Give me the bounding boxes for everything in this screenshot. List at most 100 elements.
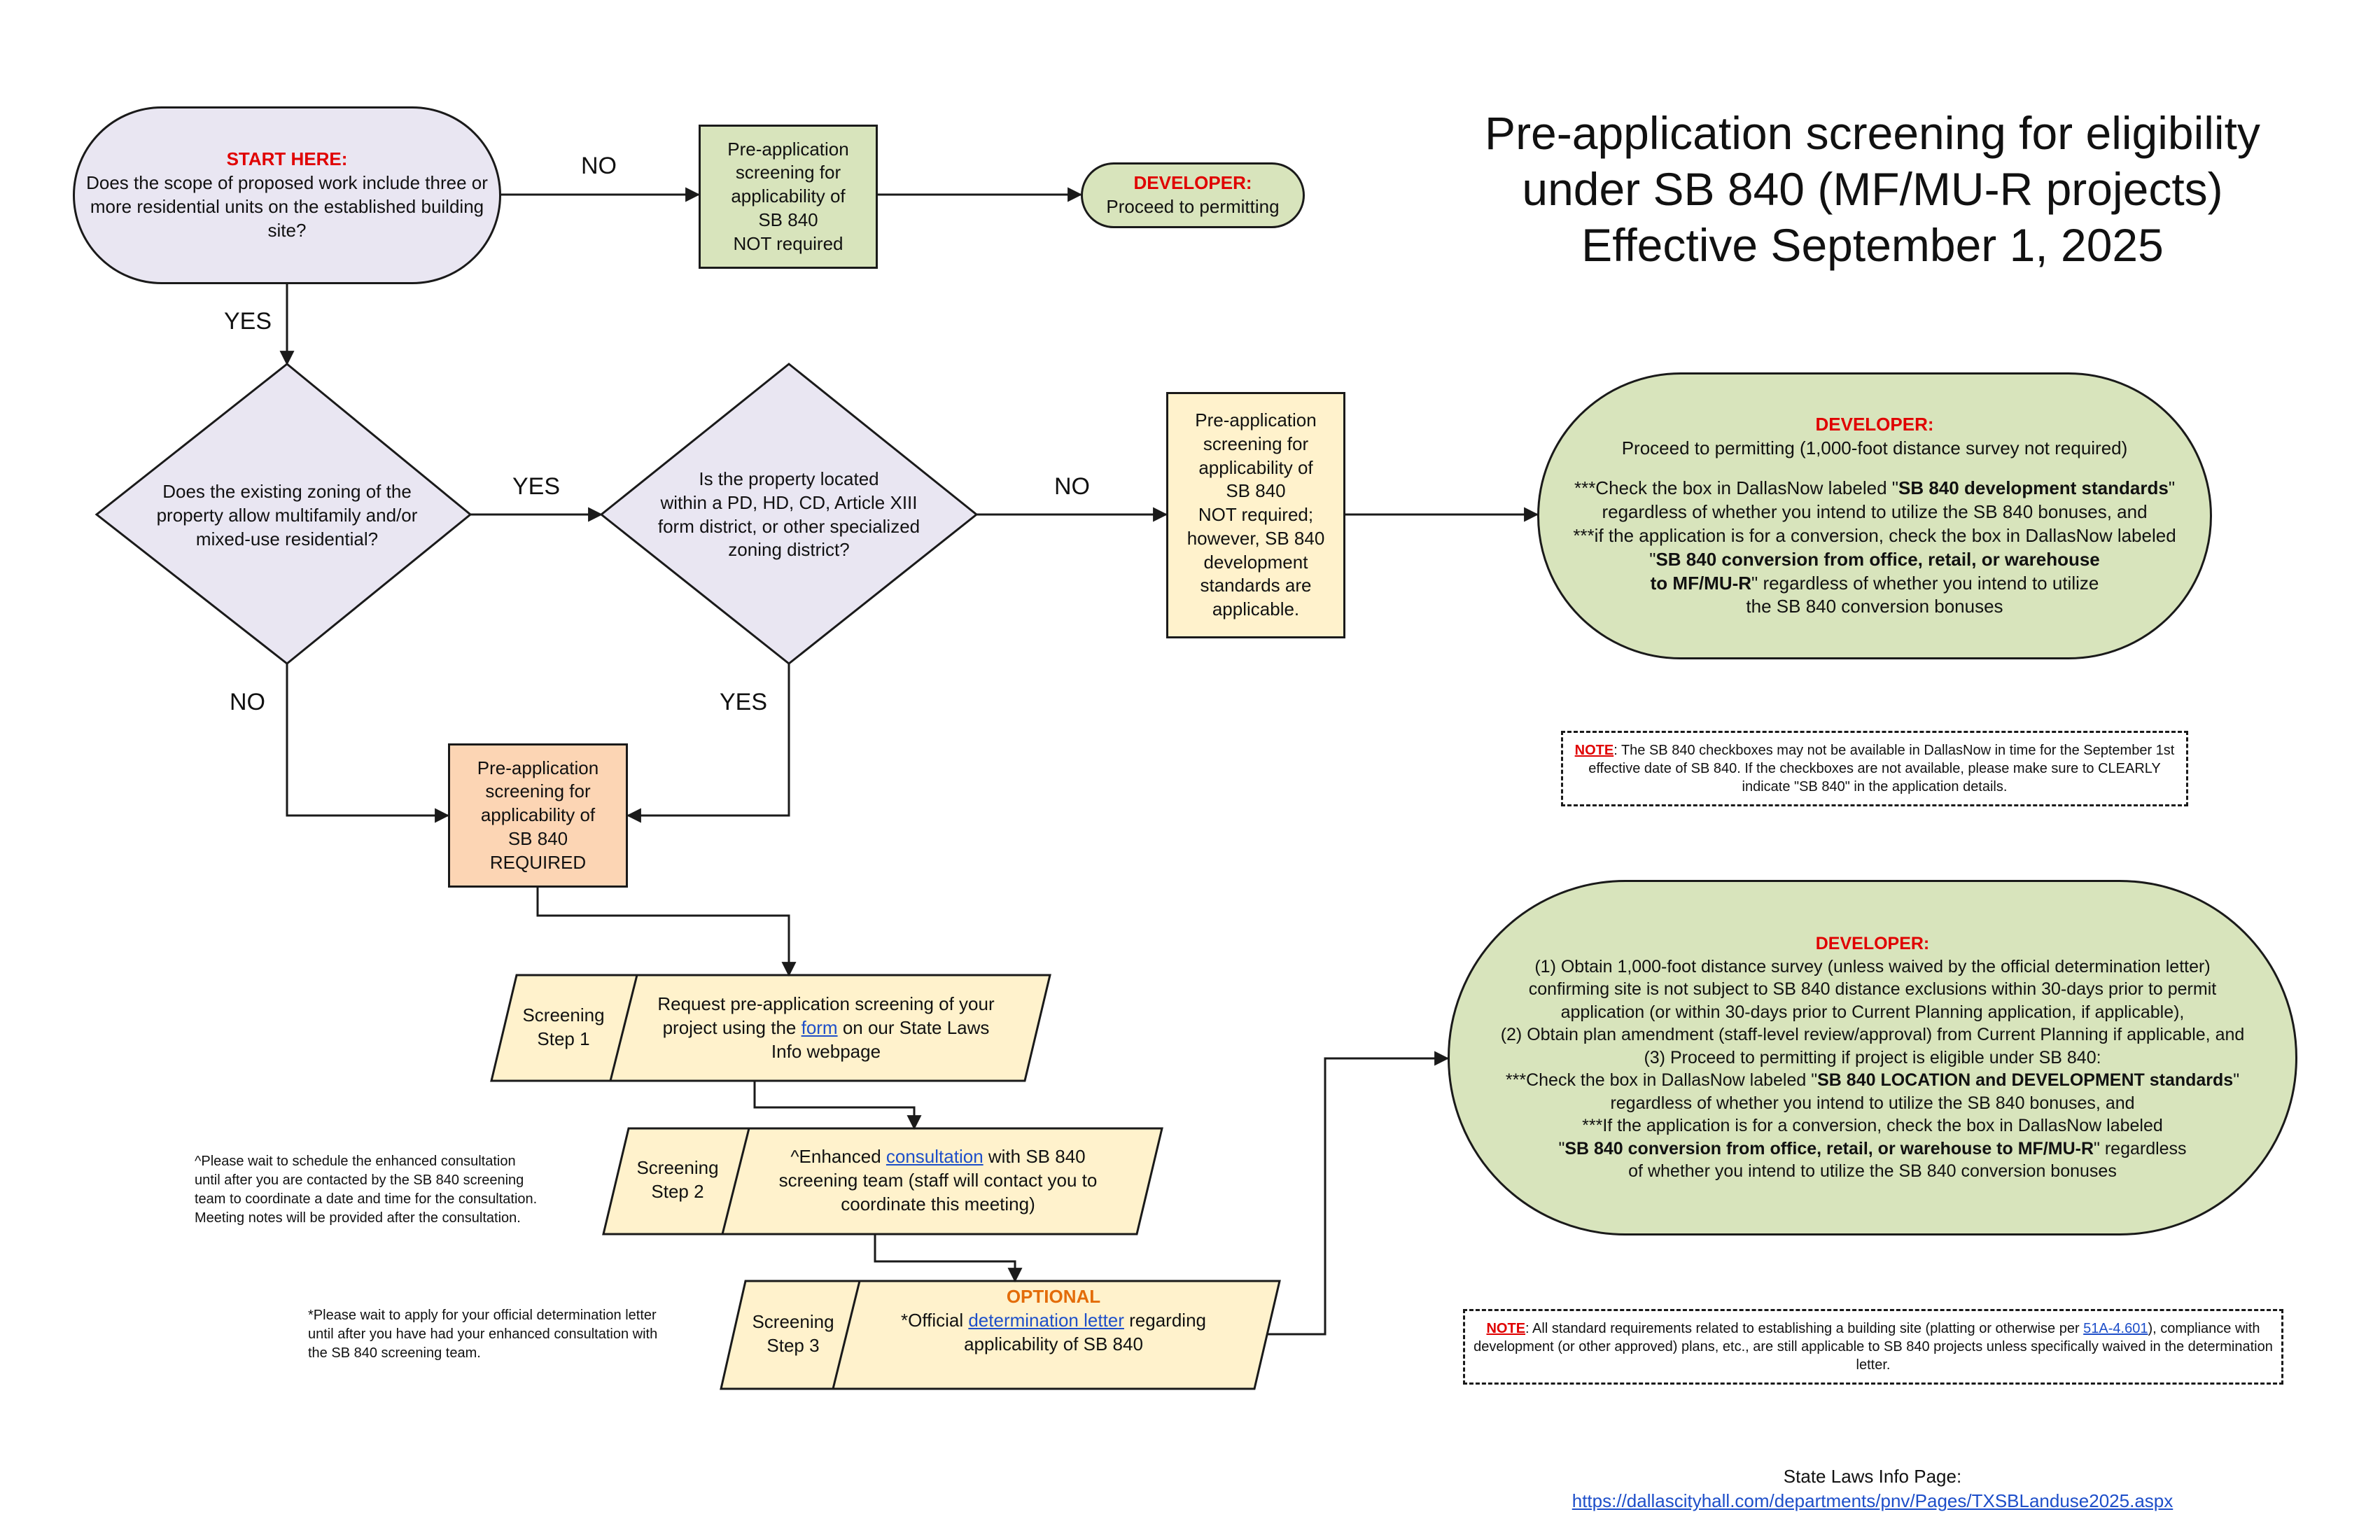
- arrow-step1-to-step2: [753, 1081, 922, 1130]
- step3-text: OPTIONAL *Official determination letter …: [850, 1285, 1256, 1356]
- developer-line: of whether you intend to utilize the SB …: [1628, 1161, 2117, 1182]
- state-laws-link[interactable]: https://dallascityhall.com/departments/p…: [1572, 1490, 2174, 1512]
- note-line: Meeting notes will be provided after the…: [195, 1210, 521, 1226]
- code-link[interactable]: 51A-4.601: [2083, 1321, 2148, 1336]
- box-line: Pre-application: [727, 138, 849, 160]
- note-checkboxes: NOTE: The SB 840 checkboxes may not be a…: [1561, 731, 2188, 806]
- developer-heading: DEVELOPER:: [1133, 172, 1252, 194]
- screening-not-required-box: Pre-application screening for applicabil…: [699, 125, 878, 269]
- label-no: NO: [581, 153, 617, 179]
- developer-proceed-node: DEVELOPER: Proceed to permitting: [1081, 162, 1305, 228]
- start-question: Does the scope of proposed work include …: [86, 172, 488, 241]
- step-text-line: applicability of SB 840: [964, 1333, 1143, 1354]
- note-line: until after you have had your enhanced c…: [308, 1326, 658, 1342]
- note-line: the SB 840 screening team.: [308, 1345, 481, 1361]
- developer-line: to MF/MU-R" regardless of whether you in…: [1650, 572, 2099, 594]
- developer-line: "SB 840 conversion from office, retail, …: [1558, 1138, 2187, 1158]
- step-text-line: coordinate this meeting): [841, 1193, 1035, 1214]
- box-line: applicability of: [480, 804, 596, 826]
- box-line: applicable.: [1212, 598, 1300, 620]
- developer-line: ***Check the box in DallasNow labeled "S…: [1505, 1070, 2240, 1091]
- label-yes: YES: [512, 473, 561, 500]
- question-line: property allow multifamily and/or: [156, 504, 418, 526]
- question-line: Is the property located: [699, 468, 879, 489]
- label-no: NO: [1054, 473, 1090, 500]
- step-label-line: Screening: [752, 1311, 834, 1332]
- step2-text: ^Enhanced consultation with SB 840 scree…: [735, 1145, 1141, 1216]
- box-line: NOT required: [733, 232, 844, 254]
- note-text: NOTE: The SB 840 checkboxes may not be a…: [1574, 743, 2175, 794]
- box-line: standards are: [1200, 575, 1312, 596]
- developer-line: Proceed to permitting (1,000-foot distan…: [1621, 437, 2128, 458]
- start-heading: START HERE:: [226, 148, 348, 170]
- arrow-zoning-no-to-required: [286, 664, 450, 823]
- note-standard-requirements: NOTE: All standard requirements related …: [1463, 1309, 2283, 1385]
- title-line: Pre-application screening for eligibilit…: [1485, 107, 2260, 159]
- developer-line: ***if the application is for a conversio…: [1573, 525, 2176, 546]
- start-node: START HERE: Does the scope of proposed w…: [73, 106, 501, 284]
- box-line: applicability of: [1198, 456, 1313, 478]
- note-line: until after you are contacted by the SB …: [195, 1172, 524, 1188]
- developer-line: (1) Obtain 1,000-foot distance survey (u…: [1534, 956, 2211, 976]
- box-line: screening for: [485, 780, 591, 802]
- step3-label: Screening Step 3: [741, 1310, 846, 1358]
- note-step3: *Please wait to apply for your official …: [308, 1306, 728, 1363]
- developer-line: the SB 840 conversion bonuses: [1746, 596, 2003, 617]
- developer-line: (3) Proceed to permitting if project is …: [1644, 1047, 2101, 1068]
- step2-label: Screening Step 2: [625, 1156, 730, 1204]
- screening-standards-box: Pre-application screening for applicabil…: [1166, 392, 1345, 638]
- question-line: zoning district?: [728, 539, 850, 561]
- question-line: form district, or other specialized: [657, 515, 920, 537]
- question-line: mixed-use residential?: [195, 528, 379, 550]
- step-label-line: Screening: [522, 1004, 605, 1026]
- developer-text: Proceed to permitting: [1106, 196, 1280, 217]
- title-line: under SB 840 (MF/MU-R projects): [1522, 163, 2223, 215]
- step-label-line: Step 3: [766, 1334, 820, 1356]
- box-line: development: [1203, 551, 1308, 573]
- developer-heading: DEVELOPER:: [1815, 413, 1934, 435]
- box-line: SB 840: [758, 209, 818, 230]
- developer-line: application (or within 30-days prior to …: [1560, 1002, 2185, 1022]
- step-label-line: Screening: [636, 1157, 719, 1178]
- note-line: team to coordinate a date and time for t…: [195, 1191, 538, 1207]
- developer-line: ***Check the box in DallasNow labeled "S…: [1574, 477, 2176, 499]
- developer-line: "SB 840 conversion from office, retail, …: [1649, 548, 2100, 570]
- developer-line: (2) Obtain plan amendment (staff-level r…: [1500, 1025, 2245, 1045]
- zoning-question: Does the existing zoning of the property…: [126, 480, 448, 551]
- box-line: SB 840: [1226, 480, 1286, 502]
- box-line: NOT required;: [1198, 504, 1314, 526]
- box-line: SB 840: [507, 827, 568, 849]
- step3-shape: [720, 1280, 1281, 1390]
- form-link[interactable]: form: [801, 1016, 838, 1038]
- step-text-line: project using the form on our State Laws: [662, 1016, 990, 1038]
- note-text: NOTE: All standard requirements related …: [1474, 1321, 2273, 1373]
- developer-location-node: DEVELOPER: (1) Obtain 1,000-foot distanc…: [1448, 880, 2297, 1236]
- question-line: within a PD, HD, CD, Article XIII: [660, 491, 918, 513]
- step-text-line: screening team (staff will contact you t…: [778, 1169, 1098, 1191]
- step1-text: Request pre-application screening of you…: [623, 993, 1029, 1063]
- developer-line: ***If the application is for a conversio…: [1582, 1116, 2163, 1136]
- label-yes: YES: [224, 308, 272, 335]
- optional-label: OPTIONAL: [1006, 1286, 1101, 1307]
- footer-label: State Laws Info Page:: [1783, 1466, 1962, 1487]
- box-line: Pre-application: [1195, 409, 1317, 430]
- question-line: Does the existing zoning of the: [162, 481, 412, 502]
- step-text-line: Info webpage: [771, 1040, 881, 1062]
- district-question: Is the property located within a PD, HD,…: [628, 468, 950, 562]
- arrow-step3-to-developer: [1267, 1051, 1450, 1336]
- box-line: however, SB 840: [1186, 527, 1325, 549]
- box-line: REQUIRED: [489, 851, 587, 873]
- step-text-line: ^Enhanced consultation with SB 840: [790, 1146, 1086, 1167]
- screening-required-box: Pre-application screening for applicabil…: [448, 743, 628, 888]
- title-line: Effective September 1, 2025: [1581, 219, 2164, 271]
- developer-line: regardless of whether you intend to util…: [1610, 1093, 2135, 1113]
- step-text-line: Request pre-application screening of you…: [657, 993, 995, 1014]
- step1-label: Screening Step 1: [511, 1004, 616, 1051]
- box-line: applicability of: [731, 186, 846, 207]
- note-line: *Please wait to apply for your official …: [308, 1308, 657, 1323]
- determination-letter-link[interactable]: determination letter: [968, 1309, 1124, 1331]
- consultation-link[interactable]: consultation: [886, 1146, 983, 1167]
- step-label-line: Step 1: [537, 1028, 590, 1049]
- page-title: Pre-application screening for eligibilit…: [1393, 105, 2352, 273]
